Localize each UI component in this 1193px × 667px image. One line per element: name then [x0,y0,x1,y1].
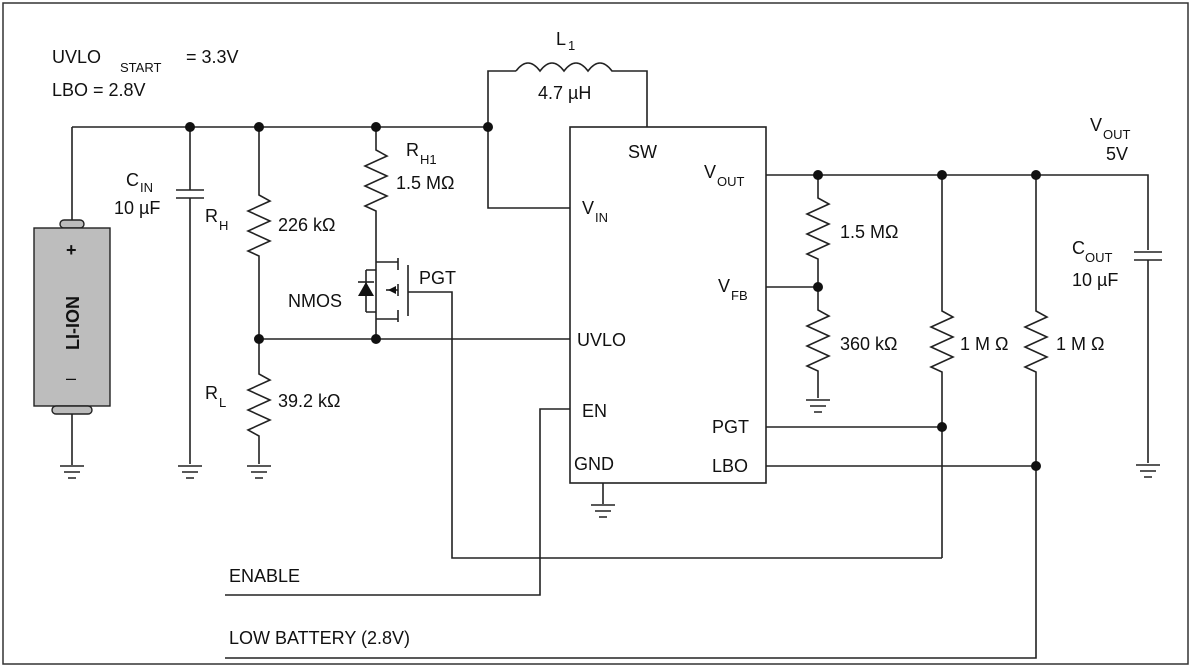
pin-vin-sub: IN [595,210,608,225]
pullup2-value: 1 M Ω [1056,334,1104,354]
rl-sub: L [219,395,226,410]
cout-value: 10 µF [1072,270,1118,290]
vout-name: V [1090,115,1102,135]
rh1-resistor [363,127,389,262]
cin-value: 10 µF [114,198,160,218]
rh-name: R [205,206,218,226]
pin-vfb: V [718,276,730,296]
pin-pgt: PGT [712,417,749,437]
pin-gnd: GND [574,454,614,474]
pin-vfb-sub: FB [731,288,748,303]
uvlo-start-label: UVLO [52,47,101,67]
ground-symbol [60,465,84,479]
inductor-left-lead [487,70,516,127]
rh-rl-divider [246,127,272,464]
inductor-value: 4.7 µH [538,83,591,103]
inductor-name: L [556,29,566,49]
cout-name: C [1072,238,1085,258]
ground-symbol [591,483,615,518]
pullup1-value: 1 M Ω [960,334,1008,354]
output-capacitor [1134,251,1162,478]
rh-sub: H [219,218,228,233]
rh1-sub: H1 [420,152,437,167]
fb-top-value: 1.5 MΩ [840,222,898,242]
ground-symbol [247,465,271,479]
rl-name: R [205,383,218,403]
battery-minus: – [66,368,76,388]
junction-dots [185,122,1041,471]
rl-value: 39.2 kΩ [278,391,341,411]
converter-ic [569,126,767,484]
vout-sub: OUT [1103,127,1131,142]
body-diode [358,269,376,313]
inductor-coil [515,62,648,127]
nmos-arrow [388,286,396,294]
lbo-spec: LBO = 2.8V [52,80,146,100]
cin-name: C [126,170,139,190]
inductor-sub: 1 [568,38,575,53]
rh-value: 226 kΩ [278,215,336,235]
battery-label: LI-ION [63,296,83,350]
pin-uvlo: UVLO [577,330,626,350]
battery-plus: + [66,240,77,260]
vout-rail [766,174,1149,250]
fb-bottom-value: 360 kΩ [840,334,898,354]
rh1-name: R [406,140,419,160]
input-capacitor [176,127,204,479]
nmos-transistor [375,258,942,559]
pgt-gate-label: PGT [419,268,456,288]
enable-wire [225,408,570,596]
uvlo-start-value: = 3.3V [186,47,239,67]
pin-vout: V [704,162,716,182]
nmos-label: NMOS [288,291,342,311]
vout-value: 5V [1106,144,1128,164]
uvlo-start-sub: START [120,60,161,75]
enable-label: ENABLE [229,566,300,586]
vin-wire [487,127,570,209]
cout-sub: OUT [1085,250,1113,265]
low-battery-label: LOW BATTERY (2.8V) [229,628,410,648]
pin-lbo: LBO [712,456,748,476]
li-ion-battery: + – LI-ION [33,219,111,415]
pin-vin: V [582,198,594,218]
cin-sub: IN [140,180,153,195]
pin-sw: SW [628,142,657,162]
rh1-value: 1.5 MΩ [396,173,454,193]
pin-en: EN [582,401,607,421]
ground-symbol [806,399,830,413]
pin-vout-sub: OUT [717,174,745,189]
pgt-pullup [929,175,955,558]
